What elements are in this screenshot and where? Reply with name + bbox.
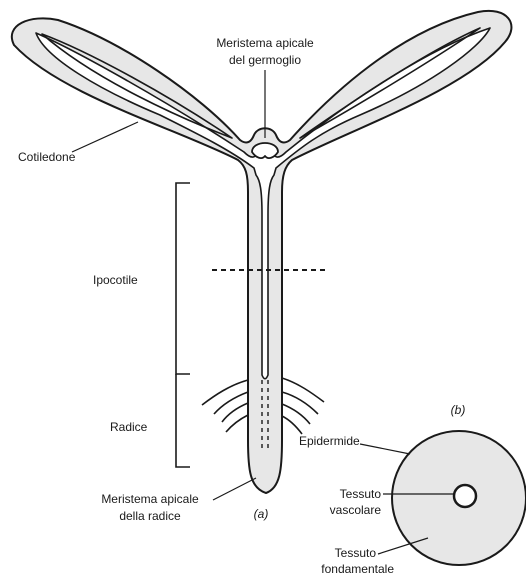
- root-label: Radice: [110, 420, 148, 434]
- cotyledon-label: Cotiledone: [18, 150, 76, 164]
- vascular-tissue-circle: [454, 485, 476, 507]
- root-hair: [226, 415, 248, 432]
- epidermis-label: Epidermide: [299, 434, 360, 448]
- ground-label-1: Tessuto: [335, 546, 377, 560]
- shoot-meristem-label-2: del germoglio: [229, 53, 301, 67]
- region-brackets: [176, 183, 190, 467]
- hypocotyl-bracket: [176, 183, 190, 374]
- root-bracket: [176, 374, 190, 467]
- ground-label-2: fondamentale: [321, 562, 394, 576]
- root-meristem-label-1: Meristema apicale: [101, 492, 199, 506]
- shoot-apex-bump: [252, 143, 278, 158]
- root-hair: [282, 392, 318, 414]
- root-hair: [214, 392, 248, 414]
- vascular-label-1: Tessuto: [340, 487, 382, 501]
- vascular-label-2: vascolare: [330, 503, 382, 517]
- root-meristem-label-2: della radice: [119, 509, 181, 523]
- hypocotyl-label: Ipocotile: [93, 273, 138, 287]
- cotyledon-leader: [72, 122, 138, 152]
- root-hair: [282, 378, 324, 402]
- root-cross-section: [392, 431, 526, 565]
- root-hair: [202, 380, 248, 405]
- seedling-inner-tissue: [36, 28, 490, 379]
- shoot-meristem-label-1: Meristema apicale: [216, 36, 314, 50]
- panel-b-label: (b): [451, 403, 466, 417]
- root-meristem-leader: [213, 478, 256, 500]
- epidermis-leader: [360, 444, 410, 454]
- root-hair: [222, 403, 248, 422]
- panel-a-label: (a): [254, 507, 269, 521]
- root-hair: [282, 416, 302, 434]
- root-hair: [282, 404, 310, 424]
- seedling-drawing: [12, 11, 512, 493]
